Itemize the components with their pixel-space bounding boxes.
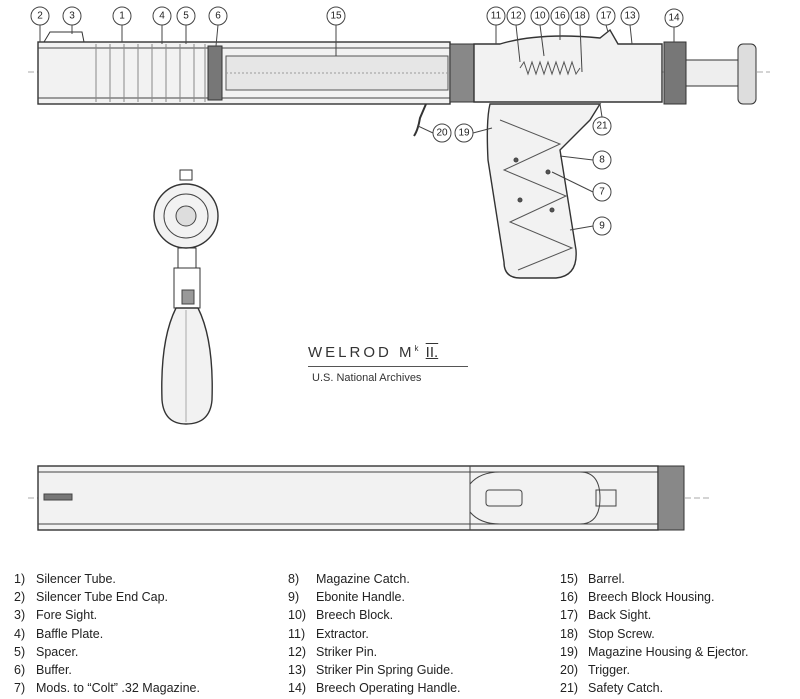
legend-item: 11)Extractor. <box>288 626 369 641</box>
drawing-source: U.S. National Archives <box>312 372 422 384</box>
callout-17: 17 <box>600 11 612 22</box>
callout-8: 8 <box>599 155 605 166</box>
callout-2: 2 <box>37 11 43 22</box>
legend-item: 21)Safety Catch. <box>560 681 664 696</box>
buffer-drawing <box>207 45 223 101</box>
legend-column-2: 8)Magazine Catch. 9)Ebonite Handle. 10)B… <box>288 570 461 697</box>
legend-item: 13)Striker Pin Spring Guide. <box>288 663 454 678</box>
drawing-title-text: WELROD M <box>308 344 415 361</box>
callout-9: 9 <box>599 221 605 232</box>
callout-12: 12 <box>510 11 522 22</box>
legend-item: 5)Spacer. <box>14 644 79 659</box>
callout-19: 19 <box>458 128 470 139</box>
drawing-title: WELROD Mk II. <box>308 344 438 361</box>
top-view-tube <box>37 465 659 531</box>
legend-item: 10)Breech Block. <box>288 608 394 623</box>
legend-item: 3)Fore Sight. <box>14 608 98 623</box>
callouts <box>30 6 684 236</box>
legend-item: 12)Striker Pin. <box>288 644 378 659</box>
drawing-title-mark: k <box>414 344 419 353</box>
callout-6: 6 <box>215 11 221 22</box>
title-rule <box>308 366 468 367</box>
callout-11: 11 <box>491 11 502 22</box>
technical-drawing: 2 3 1 4 5 6 15 11 12 10 16 18 17 13 14 2… <box>28 6 770 531</box>
callout-7: 7 <box>599 187 605 198</box>
legend-item: 15)Barrel. <box>560 572 625 586</box>
legend-item: 2)Silencer Tube End Cap. <box>14 590 169 605</box>
legend-item: 16)Breech Block Housing. <box>560 590 715 605</box>
callout-18: 18 <box>574 11 586 22</box>
legend-item: 18)Stop Screw. <box>560 626 655 641</box>
breech-block-housing-drawing <box>473 28 663 103</box>
legend-item: 7)Mods. to “Colt” .32 Magazine. <box>14 681 200 696</box>
striker-spring-drawing <box>519 60 581 76</box>
callout-14: 14 <box>668 13 680 24</box>
fore-sight-drawing <box>43 31 85 43</box>
side-view <box>28 28 770 279</box>
legend-column-1: 1)Silencer Tube. 2)Silencer Tube End Cap… <box>14 570 200 697</box>
top-view <box>28 465 710 531</box>
legend-item: 20)Trigger. <box>560 663 630 678</box>
legend-item: 9)Ebonite Handle. <box>288 590 405 605</box>
callout-15: 15 <box>330 11 342 22</box>
callout-3: 3 <box>69 11 75 22</box>
callout-16: 16 <box>554 11 566 22</box>
callout-1: 1 <box>119 11 125 22</box>
callout-21: 21 <box>596 121 608 132</box>
grip-drawing <box>486 103 602 279</box>
front-view-grip <box>161 307 213 425</box>
callout-5: 5 <box>183 11 189 22</box>
legend-item: 8)Magazine Catch. <box>288 572 410 586</box>
breech-operating-handle-drawing <box>663 41 687 105</box>
callout-13: 13 <box>624 11 636 22</box>
top-view-knurl <box>657 465 685 531</box>
legend-item: 17)Back Sight. <box>560 608 652 623</box>
front-view <box>153 169 219 425</box>
drawing-title-roman: II. <box>425 344 439 361</box>
callout-10: 10 <box>534 11 546 22</box>
legend-item: 14)Breech Operating Handle. <box>288 681 461 696</box>
callout-4: 4 <box>159 11 165 22</box>
legend-item: 1)Silencer Tube. <box>14 572 116 586</box>
legend-column-3: 15)Barrel. 16)Breech Block Housing. 17)B… <box>560 570 749 697</box>
legend-item: 19)Magazine Housing & Ejector. <box>560 644 749 659</box>
callout-20: 20 <box>436 128 448 139</box>
trigger-drawing <box>413 103 427 137</box>
legend-item: 6)Buffer. <box>14 663 72 678</box>
legend-item: 4)Baffle Plate. <box>14 626 104 641</box>
